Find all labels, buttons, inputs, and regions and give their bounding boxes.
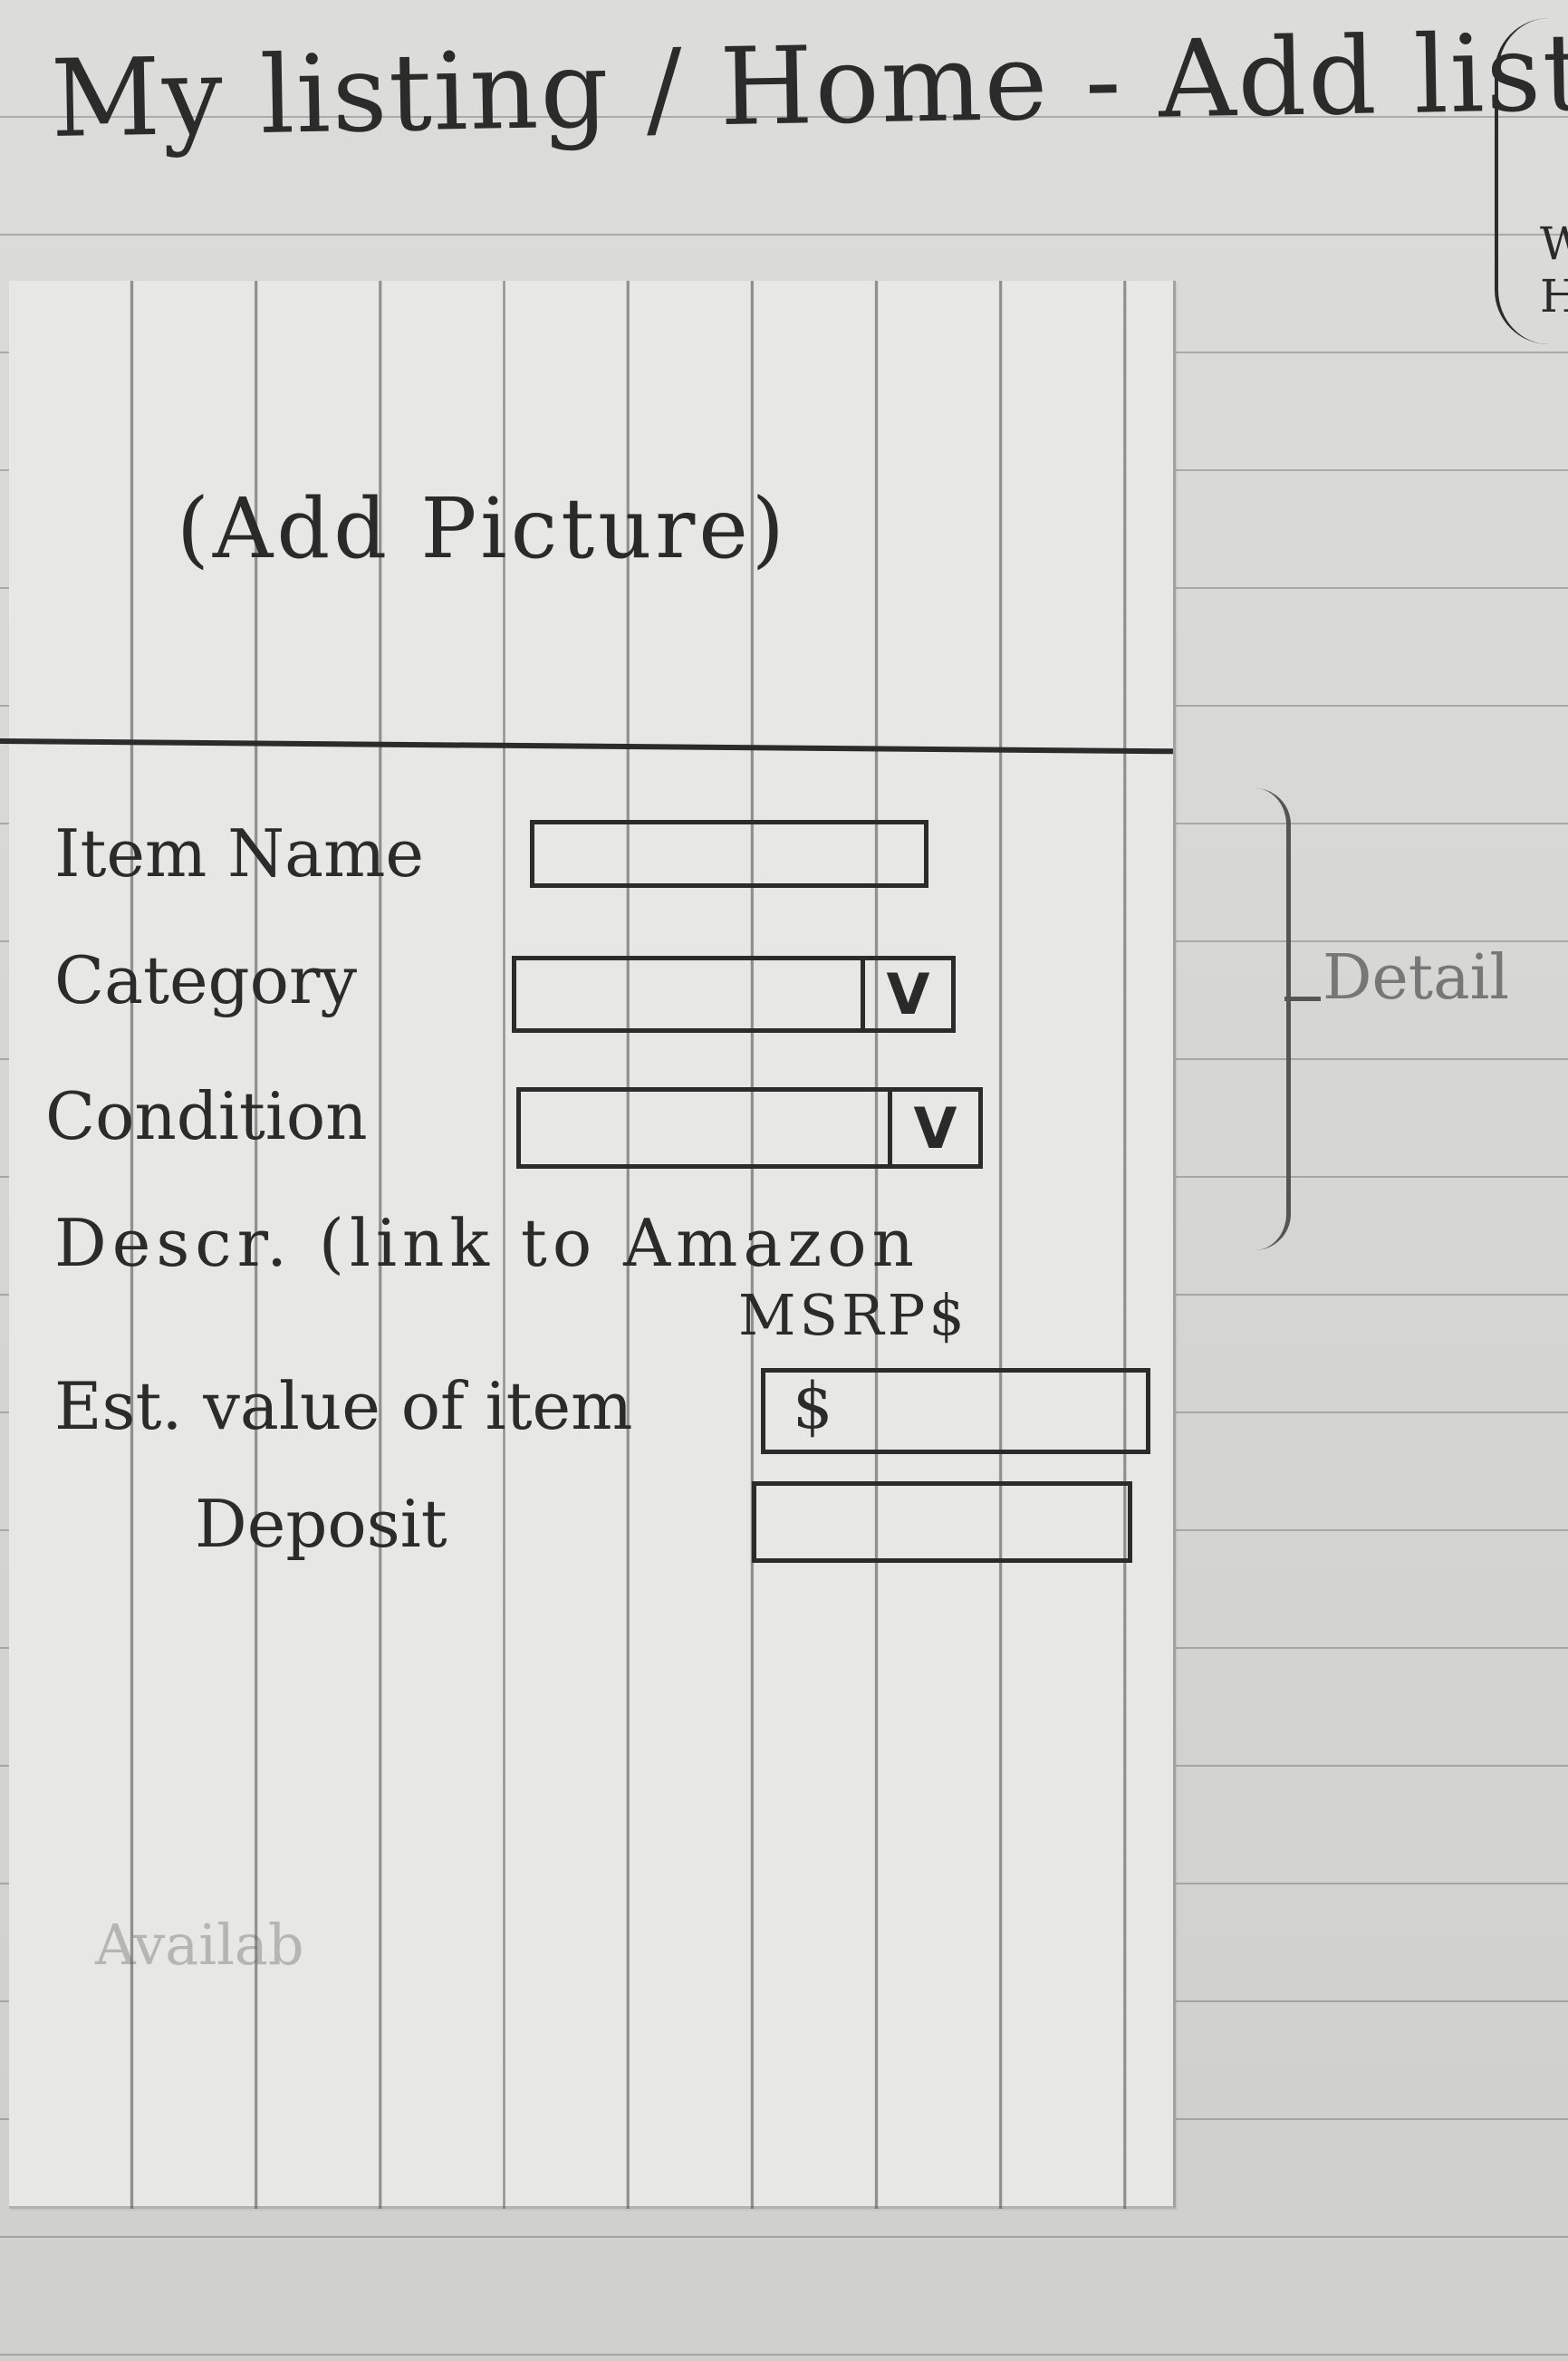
- est-value-label: Est. value of item: [54, 1368, 633, 1444]
- item-name-input[interactable]: [530, 820, 928, 888]
- chevron-down-icon: V: [888, 1092, 978, 1164]
- phone-screen-sketch: (Add Picture) Item Name Category V Condi…: [0, 281, 1176, 2209]
- category-dropdown[interactable]: V: [512, 956, 956, 1033]
- deposit-input[interactable]: [752, 1481, 1132, 1563]
- margin-note: W H: [1540, 217, 1568, 317]
- msrp-label: MSRP$: [738, 1282, 968, 1348]
- deposit-label: Deposit: [195, 1486, 447, 1562]
- margin-bracket: [1495, 18, 1568, 344]
- chevron-down-icon: V: [861, 960, 951, 1028]
- category-label: Category: [54, 942, 358, 1018]
- detail-brace: [1223, 788, 1291, 1250]
- condition-label: Condition: [45, 1078, 368, 1154]
- add-picture-button[interactable]: (Add Picture): [177, 480, 788, 577]
- detail-annotation: Detail: [1323, 942, 1510, 1014]
- condition-dropdown[interactable]: V: [516, 1087, 983, 1169]
- est-value-input[interactable]: $: [761, 1368, 1150, 1454]
- detail-brace-tip: [1284, 997, 1321, 1001]
- faint-background-text: Availab: [95, 1912, 304, 1978]
- image-section-divider: [0, 738, 1173, 755]
- currency-prefix: $: [793, 1369, 833, 1443]
- item-name-label: Item Name: [54, 815, 424, 891]
- description-label: Descr. (link to Amazon: [54, 1205, 919, 1281]
